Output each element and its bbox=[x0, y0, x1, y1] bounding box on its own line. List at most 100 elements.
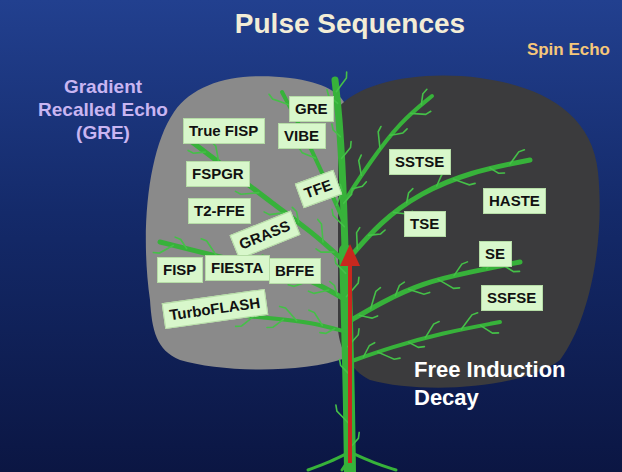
tree-twig bbox=[425, 322, 439, 338]
sequence-box: SE bbox=[479, 241, 512, 267]
tree-twig bbox=[378, 352, 400, 359]
tree-branch bbox=[220, 314, 347, 332]
sequence-box: HASTE bbox=[483, 188, 546, 214]
region-heading: Gradient Recalled Echo (GRE) bbox=[34, 76, 172, 144]
sequence-name: HASTE bbox=[489, 192, 540, 209]
sequence-name: TFE bbox=[302, 176, 334, 202]
tree-twig bbox=[290, 261, 300, 276]
tree-twig bbox=[212, 142, 219, 162]
red-arrow bbox=[340, 244, 360, 463]
sequence-box: T2-FFE bbox=[188, 198, 251, 224]
tree-twig bbox=[332, 124, 341, 137]
tree-branch bbox=[348, 262, 520, 322]
tree-twig bbox=[309, 310, 322, 325]
tree-twig bbox=[390, 129, 407, 136]
sequence-name: True FISP bbox=[189, 122, 258, 139]
tree-twig bbox=[411, 111, 431, 114]
tree-twig bbox=[201, 239, 217, 256]
sequence-name: BFFE bbox=[275, 262, 314, 279]
tree-twig bbox=[269, 94, 289, 104]
sequence-name: VIBE bbox=[284, 127, 319, 144]
sequence-box: BFFE bbox=[269, 258, 321, 284]
region-shape bbox=[338, 76, 600, 388]
sequence-name: GRE bbox=[295, 100, 328, 117]
tree-twig bbox=[407, 189, 413, 203]
tree-branch bbox=[308, 452, 350, 470]
sequence-region: Spin EchoSSTSETSEHASTESESSFSE bbox=[330, 34, 622, 396]
sequence-name: TSE bbox=[410, 215, 439, 232]
tree-twig bbox=[371, 288, 381, 309]
tree-branch bbox=[346, 160, 530, 262]
tree-twig bbox=[309, 129, 312, 144]
tree-twig bbox=[395, 282, 404, 296]
tree-twig bbox=[153, 245, 173, 253]
tree-twig bbox=[239, 164, 245, 182]
tree-twig bbox=[320, 329, 335, 334]
tree-branch bbox=[335, 80, 345, 250]
tree-twig bbox=[409, 289, 430, 294]
tree-twig bbox=[316, 249, 334, 252]
tree-twig bbox=[336, 405, 349, 424]
tree-twig bbox=[188, 150, 205, 153]
tree-twig bbox=[340, 360, 349, 374]
tree-twig bbox=[292, 207, 298, 222]
tree-twig bbox=[318, 219, 323, 242]
tree-twig bbox=[409, 342, 425, 347]
sequence-box: VIBE bbox=[278, 123, 326, 149]
tree-twig bbox=[378, 126, 381, 148]
tree-branch bbox=[350, 452, 396, 470]
tree-twig bbox=[295, 100, 298, 117]
tree-root-label: Free Induction Decay bbox=[414, 356, 589, 411]
tree-twig bbox=[267, 319, 283, 327]
tree-branch bbox=[160, 242, 346, 300]
sequence-box: SSFSE bbox=[481, 285, 543, 311]
tree-twig bbox=[236, 317, 254, 327]
sequence-name: SE bbox=[485, 245, 505, 262]
tree-twig bbox=[503, 265, 519, 271]
sequence-box: FIESTA bbox=[205, 255, 270, 281]
tree-branch bbox=[349, 322, 500, 362]
sequence-name: FISP bbox=[163, 261, 196, 278]
tree-twig bbox=[357, 228, 360, 249]
tree-branch bbox=[282, 92, 344, 222]
sequence-box: TSE bbox=[404, 211, 446, 237]
sequence-name: SSFSE bbox=[487, 289, 536, 306]
sequence-name: FIESTA bbox=[211, 259, 263, 276]
sequence-name: SSTSE bbox=[395, 153, 444, 170]
tree-twig bbox=[288, 281, 310, 287]
tree-branch bbox=[344, 96, 432, 202]
tree-twig bbox=[280, 306, 297, 320]
tree-twig bbox=[332, 209, 344, 226]
region-shape bbox=[146, 76, 348, 369]
tree-twig bbox=[315, 179, 329, 189]
tree-twig bbox=[393, 211, 412, 214]
tree-twig bbox=[359, 155, 362, 175]
slide-title: Pulse Sequences bbox=[235, 8, 465, 40]
sequence-box: FISP bbox=[157, 257, 203, 283]
tree-twig bbox=[438, 279, 460, 288]
sequence-box: True FISP bbox=[183, 118, 265, 144]
tree-twig bbox=[262, 255, 276, 269]
tree-twig bbox=[248, 267, 263, 273]
sequence-name: FSPGR bbox=[192, 165, 244, 182]
tree-twig bbox=[308, 290, 328, 293]
tree-twig bbox=[344, 188, 353, 203]
tree-twig bbox=[481, 326, 499, 333]
tree-twig bbox=[353, 182, 367, 189]
tree-twig bbox=[336, 72, 346, 92]
tree-twig bbox=[454, 262, 467, 276]
tree-twig bbox=[175, 237, 187, 249]
sequence-box: FSPGR bbox=[186, 161, 250, 187]
tree-twig bbox=[461, 313, 477, 329]
sequence-box: SSTSE bbox=[389, 149, 451, 175]
tree-branch bbox=[192, 142, 345, 262]
sequence-name: T2-FFE bbox=[194, 202, 245, 219]
tree-twig bbox=[487, 254, 502, 269]
tree-twig bbox=[437, 172, 447, 186]
tree-twig bbox=[421, 89, 427, 104]
tree-twig bbox=[337, 184, 342, 205]
sequence-box: GRE bbox=[289, 96, 334, 122]
tree-twig bbox=[363, 343, 374, 357]
